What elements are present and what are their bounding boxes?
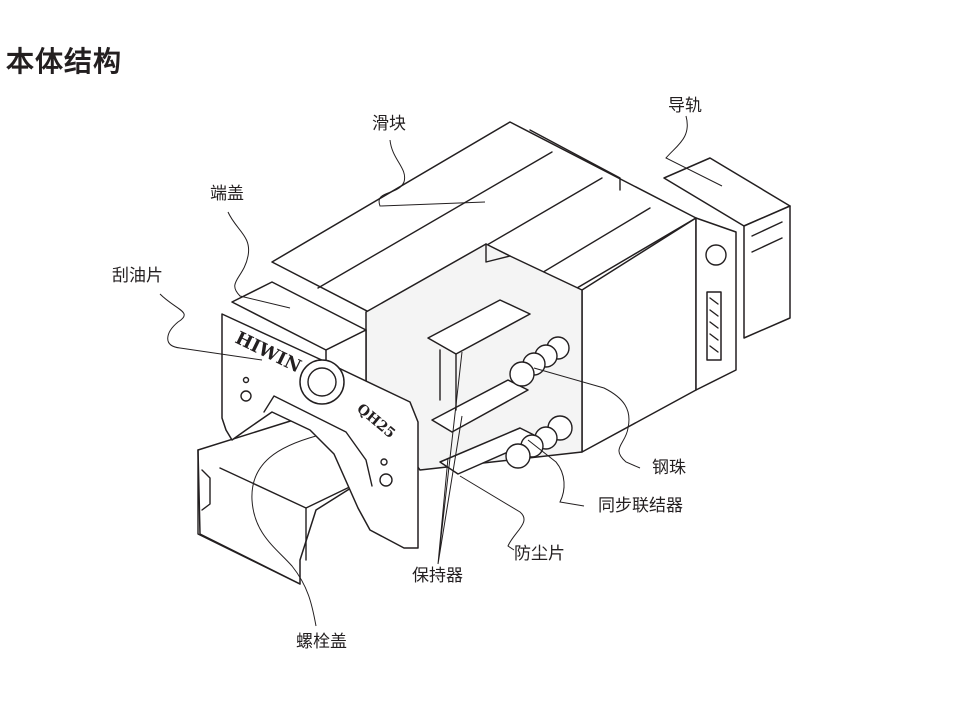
label-slider: 滑块 [372,114,406,134]
label-bolt-cap: 螺栓盖 [296,632,347,652]
label-synchronous-coupler: 同步联结器 [598,496,683,516]
label-retainer: 保持器 [412,566,463,586]
rail-back [663,157,791,339]
cutaway-interior [365,243,583,475]
slider-block [271,121,737,453]
label-steel-ball: 钢珠 [652,458,686,478]
page-title: 本体结构 [6,45,123,78]
leader-lines [159,115,723,627]
label-end-cap: 端盖 [210,184,244,204]
label-rail: 导轨 [668,96,702,116]
label-scraper: 刮油片 [112,266,163,286]
label-dust-plate: 防尘片 [514,544,565,564]
steel-balls [505,336,573,469]
